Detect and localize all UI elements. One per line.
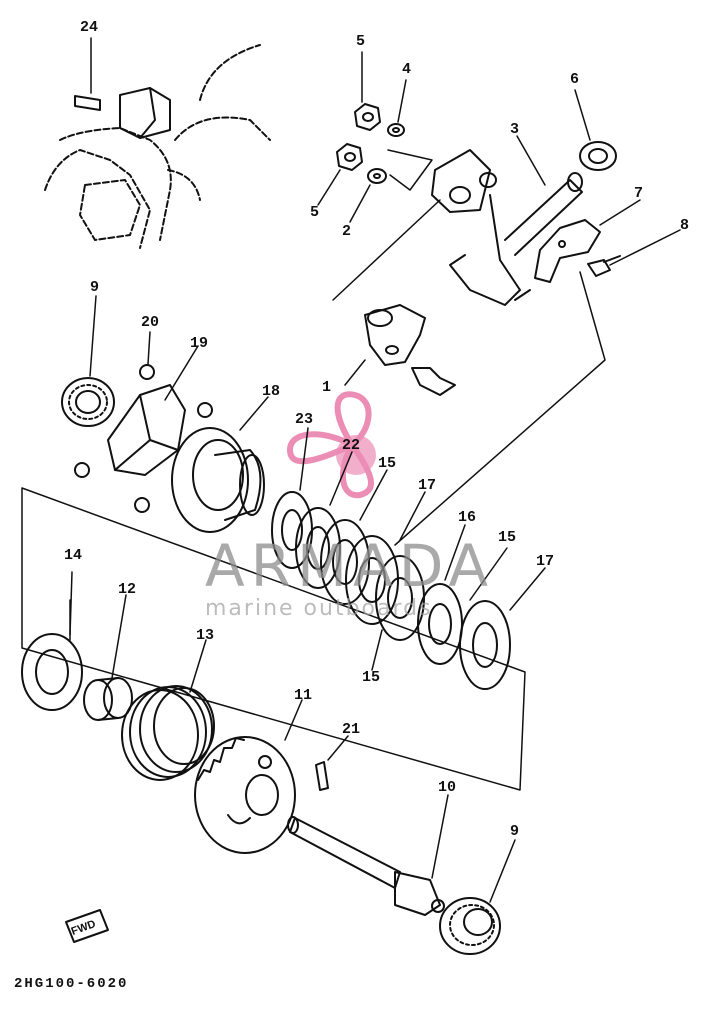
fwd-arrow-icon — [65, 909, 109, 943]
part-11-gear — [194, 736, 296, 854]
callout-21: 21 — [342, 721, 361, 738]
callout-5-upper: 5 — [356, 33, 366, 50]
drawing-code: 2HG100-6020 — [14, 976, 129, 992]
part-7-plate — [534, 219, 601, 283]
callout-4: 4 — [402, 61, 412, 78]
callout-17-b: 17 — [536, 553, 555, 570]
part-10-kick-shaft — [287, 816, 445, 916]
callout-1: 1 — [322, 379, 332, 396]
part-21-pin — [315, 761, 329, 791]
part-4-washer-upper — [387, 123, 405, 137]
part-5-nut-upper — [354, 103, 381, 131]
callout-16: 16 — [458, 509, 477, 526]
callout-12: 12 — [118, 581, 137, 598]
leader-lines — [69, 37, 681, 903]
callout-15-c: 15 — [362, 669, 381, 686]
callout-19: 19 — [190, 335, 209, 352]
callout-5-lower: 5 — [310, 204, 320, 221]
callout-9-upper: 9 — [90, 279, 100, 296]
part-13-spring — [121, 685, 215, 781]
part-20-balls — [74, 364, 213, 513]
callout-8: 8 — [680, 217, 690, 234]
callout-24: 24 — [80, 19, 99, 36]
callout-14: 14 — [64, 547, 83, 564]
part-14-oil-seal — [21, 633, 83, 711]
part-17-clutch-b — [459, 600, 511, 690]
watermark-tagline: marine outboards — [205, 596, 433, 621]
callout-7: 7 — [634, 185, 644, 202]
part-9-bearing-upper — [61, 377, 115, 427]
callout-3: 3 — [510, 121, 520, 138]
callout-11: 11 — [294, 687, 313, 704]
callout-18: 18 — [262, 383, 281, 400]
callout-15-a: 15 — [378, 455, 397, 472]
part-2-washer-lower — [367, 168, 387, 184]
part-24-housing — [44, 44, 271, 249]
part-19-segment — [107, 384, 186, 476]
part-18-shift-drum — [171, 427, 265, 533]
part-15-washer-a — [320, 519, 370, 605]
watermark-brand: ARMADA — [205, 532, 495, 600]
part-3-shift-lever — [431, 149, 583, 306]
part-17-clutch-a — [345, 535, 399, 625]
callout-20: 20 — [141, 314, 160, 331]
callout-2: 2 — [342, 223, 352, 240]
callout-15-b: 15 — [498, 529, 517, 546]
part-22-plate — [295, 507, 341, 589]
part-5-nut-lower — [336, 143, 363, 171]
callout-10: 10 — [438, 779, 457, 796]
callout-9-lower: 9 — [510, 823, 520, 840]
callout-6: 6 — [570, 71, 580, 88]
part-9-bearing-lower — [439, 897, 501, 955]
callout-23: 23 — [295, 411, 314, 428]
callout-13: 13 — [196, 627, 215, 644]
part-6-oil-seal — [579, 141, 617, 171]
part-1-bolt — [411, 367, 456, 396]
part-1-stopper-lever — [364, 304, 426, 366]
part-8-screw — [587, 255, 621, 277]
callout-17-a: 17 — [418, 477, 437, 494]
watermark-logo — [287, 391, 376, 499]
callout-22: 22 — [342, 437, 361, 454]
part-12-collar — [83, 677, 133, 721]
